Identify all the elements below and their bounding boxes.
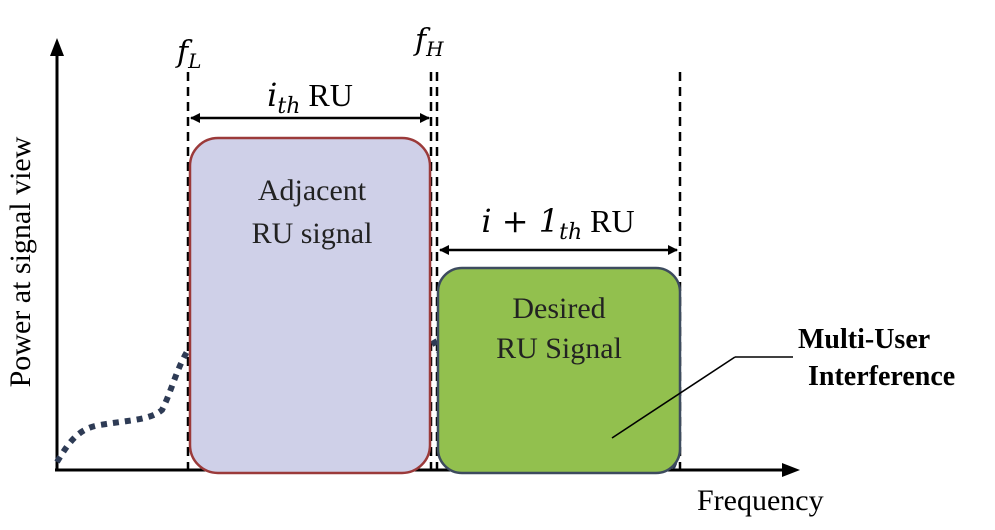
- desired-ru-box: [436, 266, 682, 475]
- interference-label-line2: Interference: [808, 361, 955, 392]
- y-axis-label: Power at signal view: [4, 136, 37, 387]
- f-high-label: fH: [413, 23, 444, 61]
- interference-curve-left: [54, 348, 191, 464]
- desired-ru-text-line2: RU Signal: [496, 332, 622, 365]
- y-axis-arrowhead: [50, 38, 64, 56]
- x-axis-arrowhead: [782, 463, 800, 477]
- desired-ru-text-line1: Desired: [512, 292, 605, 325]
- f-low-label: fL: [175, 35, 201, 73]
- interference-label-line1: Multi-User: [798, 324, 930, 355]
- x-axis-label: Frequency: [697, 484, 824, 517]
- adjacent-ru-text-line1: Adjacent: [258, 174, 367, 207]
- adjacent-ru-text-line2: RU signal: [252, 217, 373, 250]
- interference-leader-line: [611, 356, 736, 439]
- adjacent-ru-box: [188, 136, 432, 475]
